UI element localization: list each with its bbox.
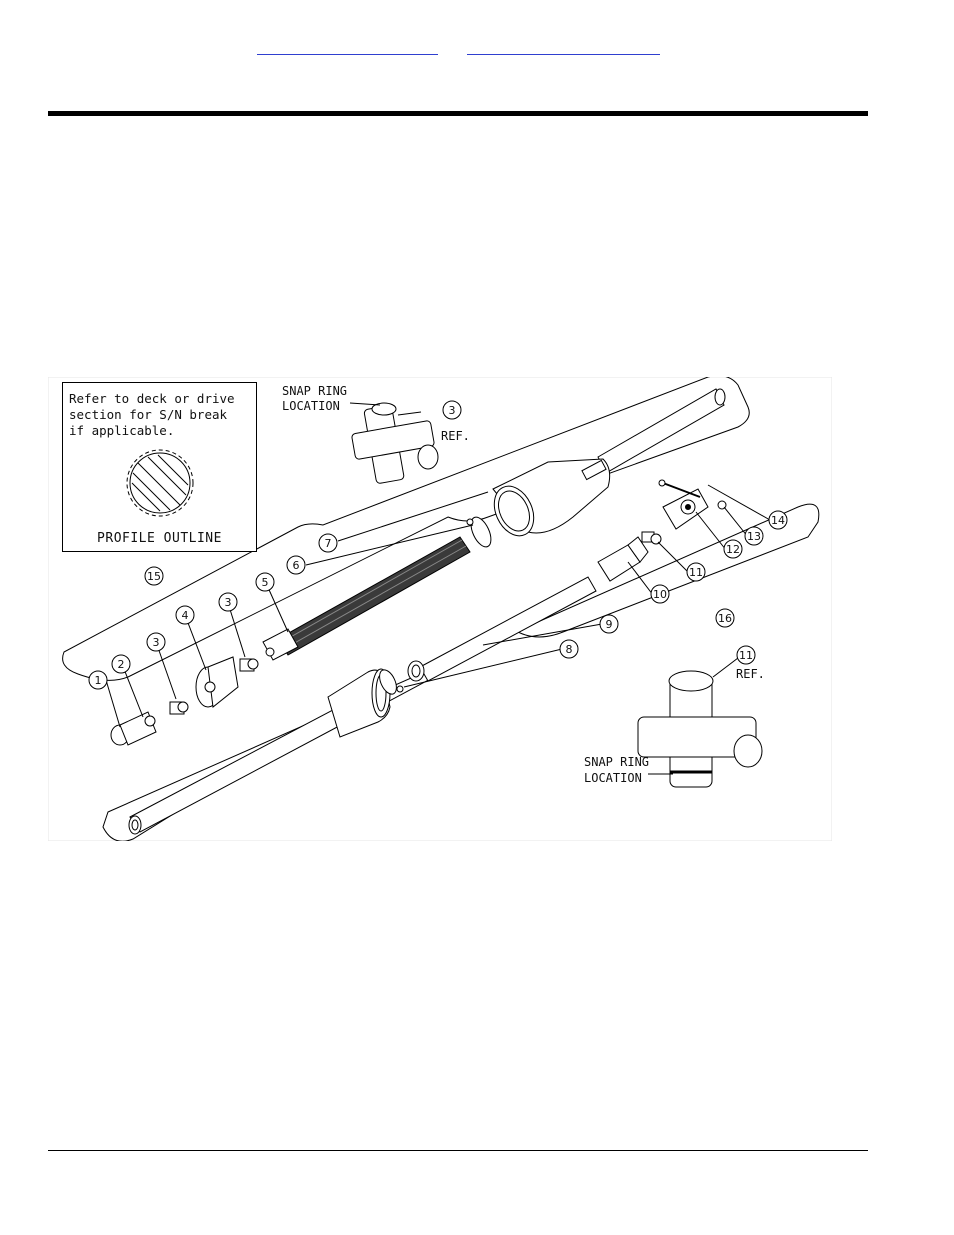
cv-housing-4 [195,656,239,708]
cross-kit-detail-top [351,402,439,484]
diagram-drawing: 1 2 3 3 4 5 6 7 8 9 10 11 12 13 14 15 16… [48,377,832,841]
tractor-end-yoke [110,711,157,746]
cross-kit-3a [169,701,189,715]
note-line-2: section for S/N break [69,407,228,422]
balloon-3a: 3 [153,636,160,649]
balloon-3-ref: 3 [449,404,456,417]
driveline-exploded-diagram: 1 2 3 3 4 5 6 7 8 9 10 11 12 13 14 15 16… [48,377,832,841]
note-line-3: if applicable. [69,423,175,438]
shield-bearing [466,516,492,548]
balloon-13: 13 [747,530,761,543]
balloon-8: 8 [566,643,573,656]
spline-profile-icon [126,449,194,517]
header-link-2[interactable] [467,40,660,55]
upper-outer-tube [597,388,726,474]
clamp-bolt-14 [658,479,701,498]
balloon-6: 6 [293,559,300,572]
balloon-1: 1 [95,674,102,687]
balloon-10: 10 [653,588,667,601]
balloon-7: 7 [325,537,332,550]
cross-kit-11 [641,531,662,545]
cross-kit-detail-bottom [637,670,763,788]
balloon-3b: 3 [225,596,232,609]
profile-outline-label: PROFILE OUTLINE [97,531,222,546]
inner-tube [407,576,597,682]
balloon-14: 14 [771,514,785,527]
balloon-15: 15 [147,570,161,583]
outer-yoke-10 [597,536,649,582]
balloon-11-ref: 11 [739,649,753,662]
header-rule [48,111,868,116]
note-line-1: Refer to deck or drive [69,391,235,406]
callout-numbers: 1 2 3 3 4 5 6 7 8 9 10 11 12 13 14 15 16… [95,404,786,687]
profile-note-box: Refer to deck or drive section for S/N b… [62,382,257,552]
cross-kit-3b [239,658,259,672]
outer-tube [128,701,357,835]
snap-ring-label-bottom-1: SNAP RING [584,755,649,769]
balloon-9: 9 [606,618,613,631]
inner-yoke-5 [262,628,299,661]
snap-ring-label-bottom-2: LOCATION [584,771,642,785]
balloon-12: 12 [726,543,740,556]
outer-shield-upper [492,458,611,537]
balloon-5: 5 [262,576,269,589]
snap-ring-label-top-1: SNAP RING [282,384,347,398]
balloon-11: 11 [689,566,703,579]
balloon-16: 16 [718,612,732,625]
balloon-2: 2 [118,658,125,671]
splined-inner-shaft [277,536,471,656]
callout-balloons [88,400,788,690]
leader-lines [105,402,771,775]
shield-bearing-lower [379,669,404,695]
profile-note-text: Refer to deck or drive section for S/N b… [69,391,253,439]
clamp-yoke-12 [662,488,709,530]
footer-rule [48,1150,868,1151]
balloon-4: 4 [182,609,189,622]
ref-label-top: REF. [441,429,470,443]
snap-ring-label-top-2: LOCATION [282,399,340,413]
header-link-1[interactable] [257,40,438,55]
ref-label-bottom: REF. [736,667,765,681]
